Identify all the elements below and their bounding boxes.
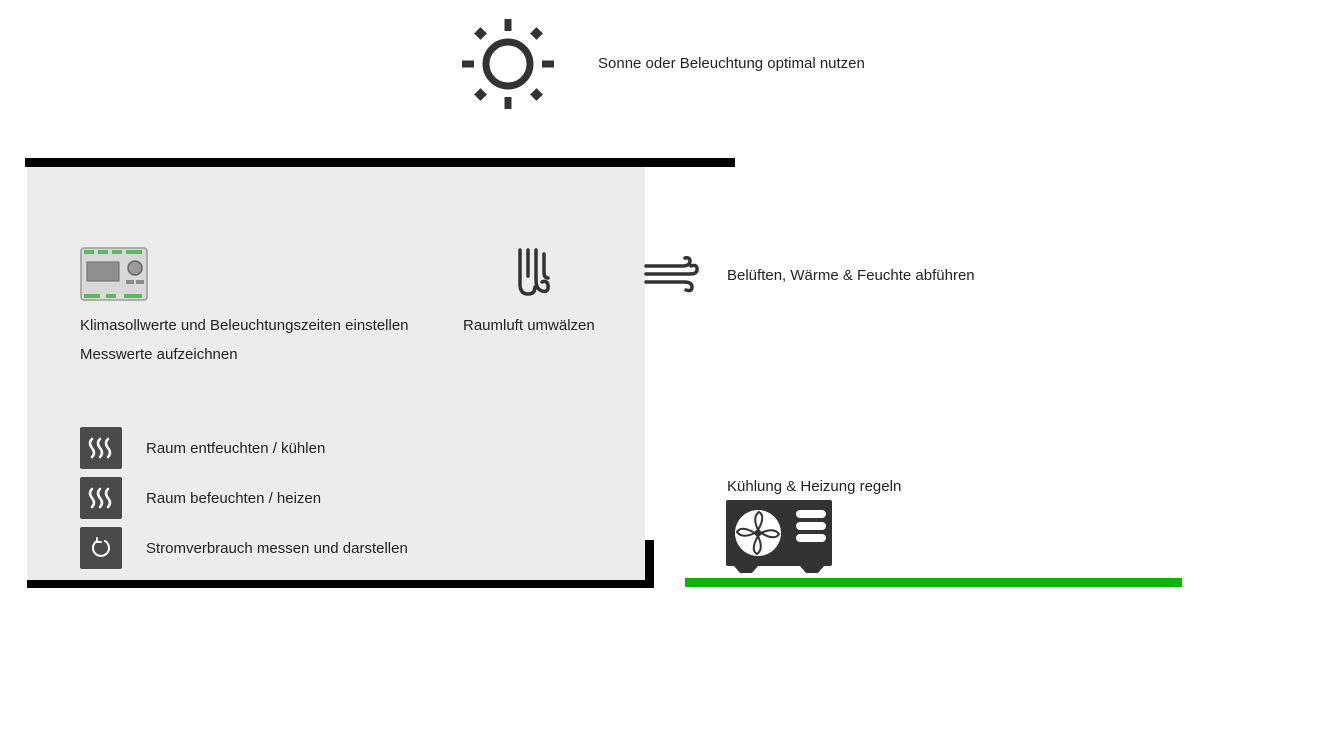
room-area — [27, 167, 645, 581]
air-circulation-icon — [512, 248, 552, 302]
wall-line — [645, 540, 654, 588]
dehumidifier-heat-waves-icon — [80, 427, 122, 469]
floor-line — [27, 580, 654, 588]
ventilation-label: Belüften, Wärme & Feuchte abführen — [727, 267, 975, 284]
device-label-dehumidify: Raum entfeuchten / kühlen — [146, 440, 326, 457]
wind-icon — [644, 256, 700, 294]
hvac-label: Kühlung & Heizung regeln — [727, 478, 902, 495]
controller-device-icon — [80, 247, 148, 301]
sun-label: Sonne oder Beleuchtung optimal nutzen — [598, 55, 865, 72]
device-label-humidify: Raum befeuchten / heizen — [146, 490, 322, 507]
device-label-power: Stromverbrauch messen und darstellen — [146, 540, 408, 557]
ground-line — [685, 578, 1182, 587]
circulation-label: Raumluft umwälzen — [463, 317, 595, 334]
roof-line — [25, 158, 735, 167]
controller-label-line2: Messwerte aufzeichnen — [80, 346, 238, 363]
humidifier-heat-waves-icon — [80, 477, 122, 519]
outdoor-unit-icon — [726, 500, 832, 574]
power-meter-icon — [80, 527, 122, 569]
sun-icon — [460, 17, 556, 113]
controller-label-line1: Klimasollwerte und Beleuchtungszeiten ei… — [80, 317, 409, 334]
